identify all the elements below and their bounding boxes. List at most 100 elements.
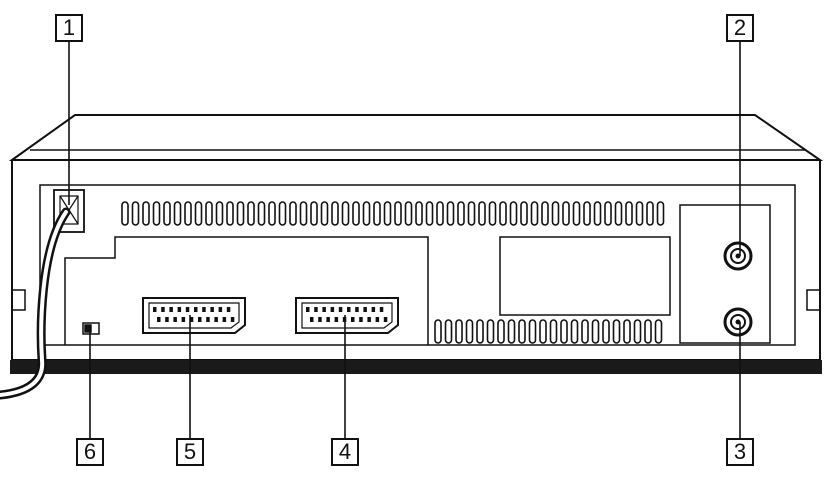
vent-slot	[278, 201, 287, 226]
selector-switch	[82, 322, 100, 335]
vent-slot	[362, 201, 371, 226]
vent-slot	[581, 319, 589, 344]
vent-slot	[152, 201, 161, 226]
vent-slot	[633, 319, 642, 344]
vent-slot	[635, 201, 644, 226]
vent-slot	[415, 201, 423, 226]
vent-slot	[488, 201, 497, 226]
callout-3: 3	[726, 438, 754, 466]
base-band	[10, 360, 822, 374]
scart-pin	[375, 317, 380, 322]
callout-4-text: 4	[338, 439, 352, 464]
vent-slot	[539, 319, 547, 344]
vent-slot	[436, 201, 444, 226]
scart-pin	[371, 307, 376, 312]
vent-slot	[394, 201, 402, 226]
callout-6: 6	[76, 438, 104, 466]
vent-slot	[226, 201, 234, 226]
scart-pin	[351, 317, 355, 322]
vent-slot	[646, 201, 654, 226]
vcr-top-cover	[8, 114, 824, 161]
callout-2-text: 2	[733, 15, 747, 40]
vent-slot	[434, 319, 442, 344]
vent-slot	[268, 201, 276, 226]
scart-connector-1	[142, 297, 246, 334]
vent-slot	[614, 201, 623, 226]
vent-slot	[163, 201, 171, 226]
scart-pin	[194, 307, 198, 312]
scart-pin	[379, 307, 384, 312]
vent-slot	[444, 319, 453, 344]
vent-slot	[497, 319, 505, 344]
scart-pin	[314, 307, 318, 312]
vent-slots-top	[121, 201, 665, 226]
vent-slot	[591, 319, 600, 344]
vent-slot	[373, 201, 381, 226]
scart-1-pins	[153, 307, 235, 322]
vent-slot	[341, 201, 350, 226]
vent-slot	[520, 201, 528, 226]
vent-slot	[142, 201, 150, 226]
scart-pin	[218, 307, 223, 312]
vent-slot	[604, 201, 612, 226]
scart-pin	[330, 307, 335, 312]
scart-pin	[222, 317, 227, 322]
vent-slot	[528, 319, 537, 344]
scart-pin	[173, 317, 177, 322]
vent-slot	[478, 201, 486, 226]
scart-pin	[334, 317, 339, 322]
vent-slot	[562, 201, 570, 226]
vent-slot	[467, 201, 476, 226]
vent-slot	[299, 201, 308, 226]
scart-pin	[338, 307, 343, 312]
scart-pin	[322, 307, 326, 312]
vent-slot	[476, 319, 484, 344]
scart-pin	[181, 317, 186, 322]
scart-pin	[185, 307, 190, 312]
vent-slot	[654, 319, 663, 344]
label-plate	[499, 236, 671, 316]
scart-pin	[189, 317, 194, 322]
vent-slot	[509, 201, 518, 226]
scart-pin	[318, 317, 322, 322]
callout-3-text: 3	[733, 439, 747, 464]
scart-pin	[230, 317, 235, 322]
scart-pin	[169, 307, 173, 312]
scart-pin	[214, 317, 218, 322]
vent-slot	[236, 201, 245, 226]
vent-slot	[486, 319, 495, 344]
scart-pin	[165, 317, 169, 322]
vent-slot	[644, 319, 652, 344]
scart-connector-2	[295, 297, 399, 334]
scart-pin	[161, 307, 165, 312]
vent-slot	[625, 201, 633, 226]
vent-slot	[623, 319, 631, 344]
callout-4: 4	[331, 438, 359, 466]
scart-pin	[210, 307, 214, 312]
vent-slot	[404, 201, 413, 226]
scart-pin	[359, 317, 363, 322]
vent-slot	[173, 201, 182, 226]
vent-slot	[289, 201, 297, 226]
vent-slot	[507, 319, 516, 344]
scart-pin	[202, 307, 206, 312]
scart-2-pins	[306, 307, 388, 322]
vent-slot	[612, 319, 621, 344]
callout-5-text: 5	[183, 439, 197, 464]
callout-leaders	[68, 42, 741, 438]
callout-1: 1	[55, 14, 83, 42]
scart-pin	[326, 317, 330, 322]
callout-2: 2	[726, 14, 754, 42]
vent-slot	[425, 201, 434, 226]
vent-slot	[518, 319, 526, 344]
vent-slot	[656, 201, 665, 226]
vent-slot	[583, 201, 591, 226]
vent-slot	[551, 201, 560, 226]
scart-pin	[306, 307, 310, 312]
scart-pin	[177, 307, 182, 312]
scart-pin	[310, 317, 314, 322]
vent-slot	[383, 201, 392, 226]
rf-output-connector	[723, 307, 753, 337]
vent-slot	[331, 201, 339, 226]
